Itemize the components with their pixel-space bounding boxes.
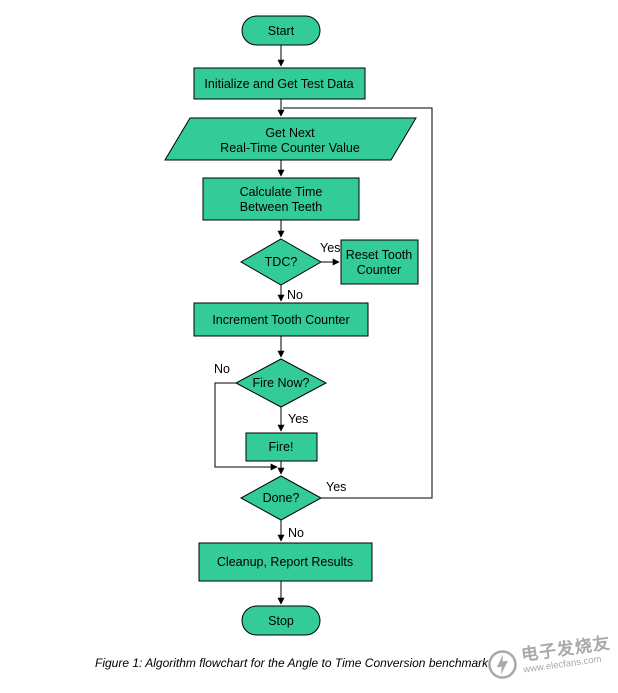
done-label: Done? [263,491,300,505]
init-process-box [193,67,366,100]
reset-process-box [340,239,419,285]
increment-label: Increment Tooth Counter [212,313,349,327]
label-tdc-yes: Yes [320,241,340,255]
label-firenow-no: No [214,362,230,376]
firenow-decision-diamond [234,358,328,408]
done-decision-diamond [239,475,323,521]
reset-label-line1: Reset Tooth [346,248,413,262]
calc-process-box [202,177,360,221]
elecfans-logo-icon [488,650,517,679]
getnext-io-parallelogram [164,117,417,161]
label-done-yes: Yes [326,480,346,494]
fire-label: Fire! [269,440,294,454]
getnext-label-line2: Real-Time Counter Value [220,141,360,155]
fire-process-box [245,432,318,462]
firenow-label: Fire Now? [253,376,310,390]
cleanup-process-box [198,542,373,582]
start-label: Start [268,24,295,38]
calc-label-line1: Calculate Time [240,185,323,199]
start-terminator [241,15,321,46]
cleanup-label: Cleanup, Report Results [217,555,353,569]
label-firenow-yes: Yes [288,412,308,426]
watermark: 电子发烧友 www.elecfans.com [484,633,613,682]
figure-caption: Figure 1: Algorithm flowchart for the An… [95,656,489,670]
tdc-label: TDC? [265,255,298,269]
tdc-decision-diamond [239,238,323,286]
reset-label-line2: Counter [357,263,401,277]
increment-process-box [193,302,369,337]
stop-terminator [241,605,321,636]
edge-done-yes-loop [283,107,433,499]
label-done-no: No [288,526,304,540]
init-label: Initialize and Get Test Data [204,77,353,91]
calc-label-line2: Between Teeth [240,200,323,214]
edge-firenow-no-loop [214,382,278,471]
stop-label: Stop [268,614,294,628]
getnext-label-line1: Get Next [265,126,315,140]
label-tdc-no: No [287,288,303,302]
